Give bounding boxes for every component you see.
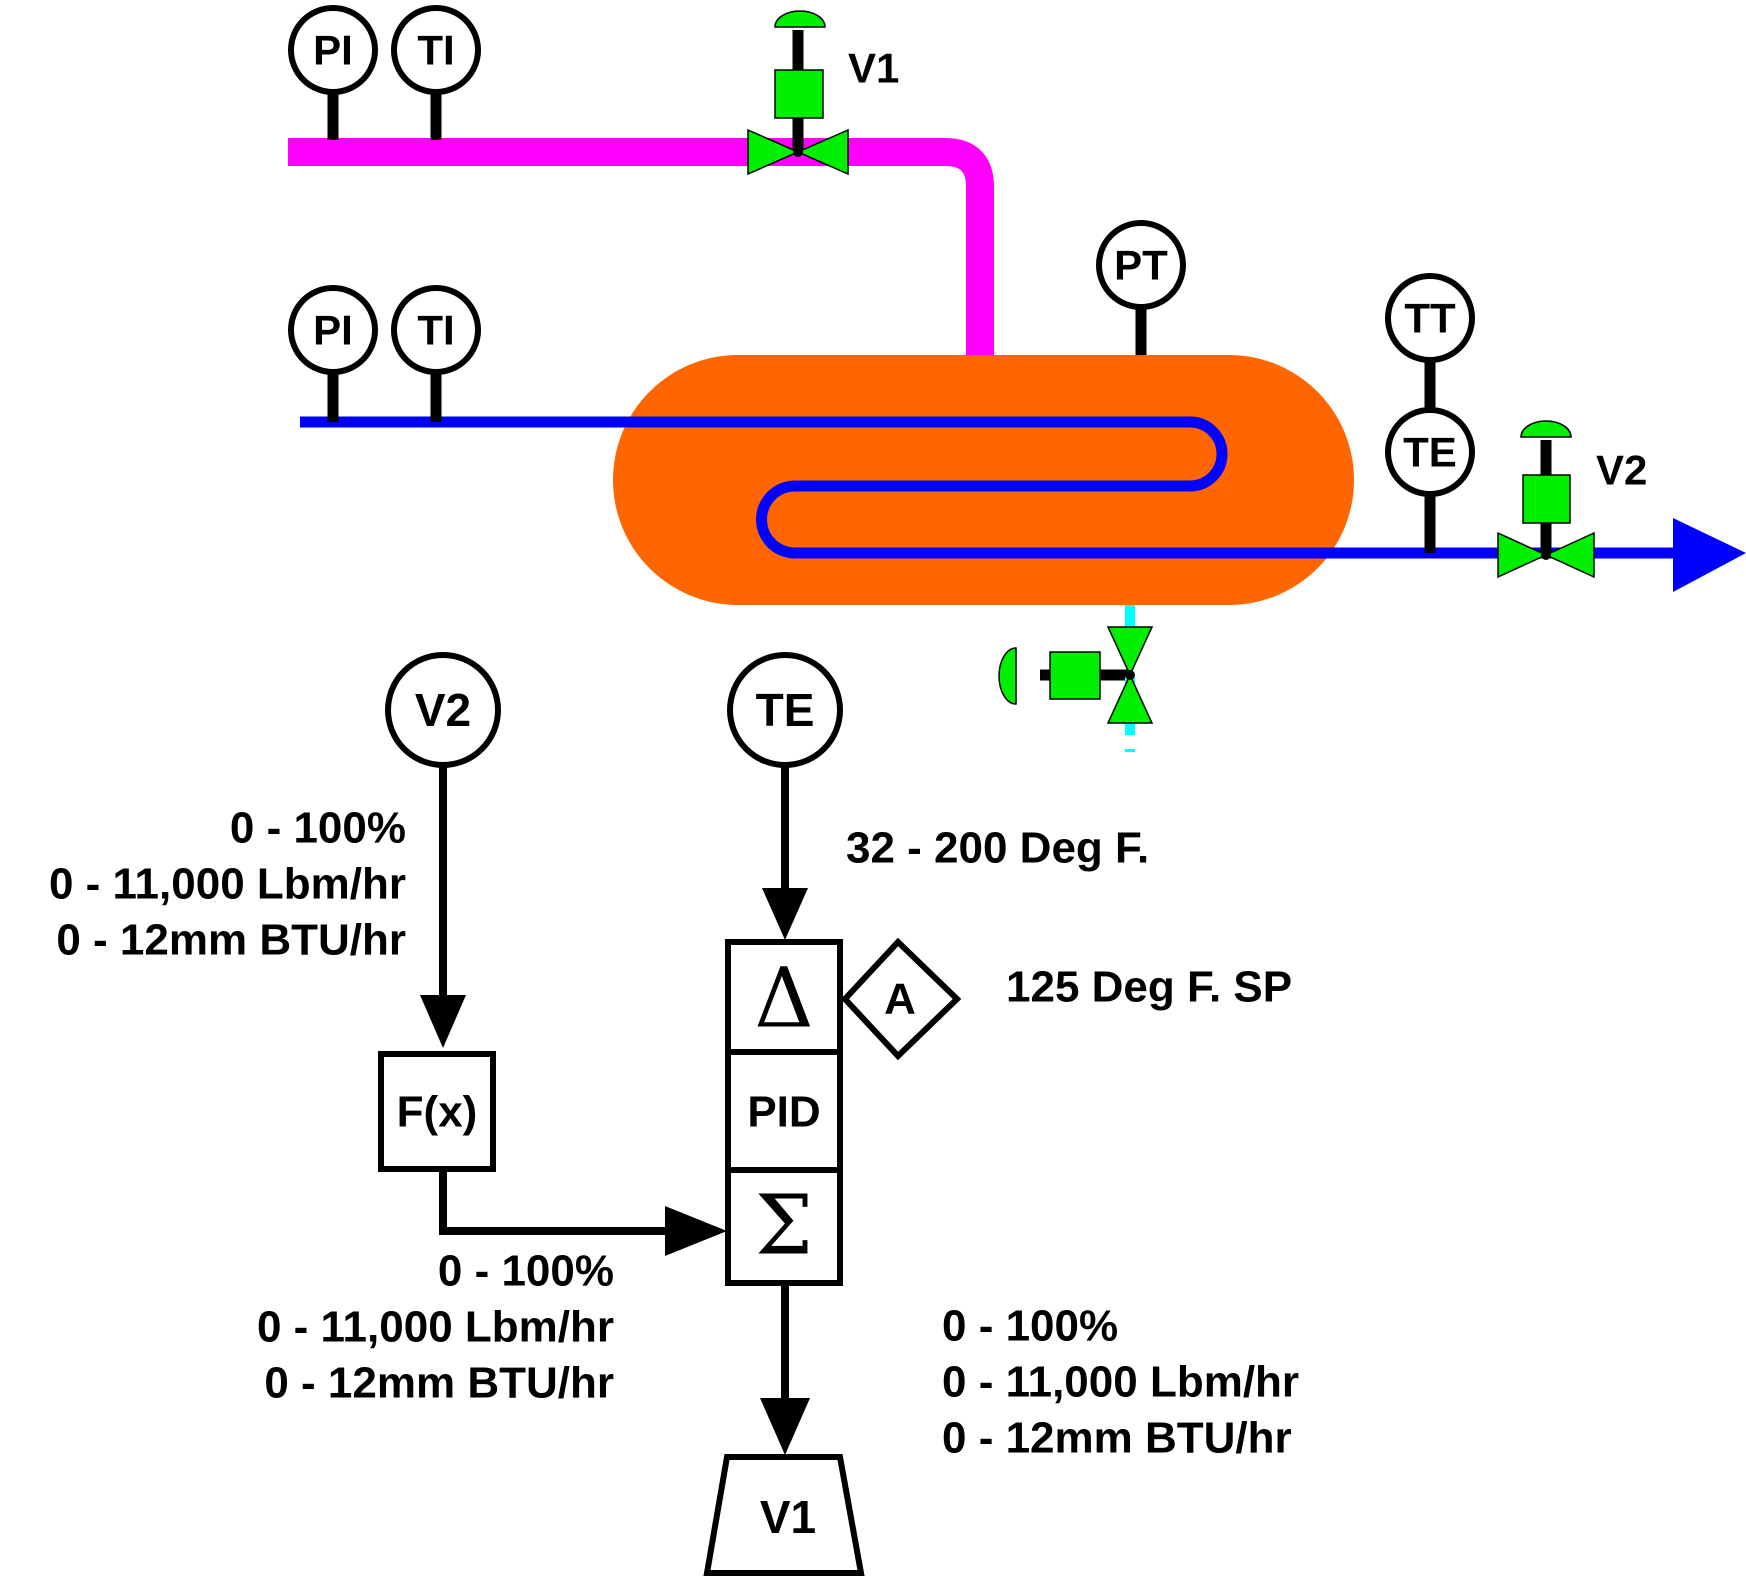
signal-lines	[439, 763, 789, 1410]
pt-label: PT	[1114, 242, 1168, 289]
pressure-transmitter: PT	[1096, 220, 1186, 310]
pi-steam-indicator: PI	[288, 5, 378, 95]
heat-exchanger-vessel	[613, 355, 1354, 605]
delta-block: Δ	[725, 939, 843, 1055]
tt-label: TT	[1404, 295, 1456, 342]
output-range-percent: 0 - 100%	[942, 1302, 1118, 1351]
v2-input-bubble: V2	[385, 652, 501, 768]
ti-water-label: TI	[417, 307, 454, 354]
auto-setpoint-diamond: A	[840, 937, 962, 1061]
output-v1-label: V1	[760, 1491, 816, 1543]
ti-steam-label: TI	[417, 27, 454, 74]
temperature-transmitter: TT	[1385, 273, 1475, 363]
output-range-flow: 0 - 11,000 Lbm/hr	[942, 1358, 1299, 1407]
output-range-labels: 0 - 100% 0 - 11,000 Lbm/hr 0 - 12mm BTU/…	[942, 1302, 1299, 1463]
v2-range-heat: 0 - 12mm BTU/hr	[56, 916, 406, 965]
pid-label: PID	[747, 1088, 820, 1137]
delta-symbol: Δ	[754, 952, 813, 1047]
te-input-bubble: TE	[727, 652, 843, 768]
pid-block: PID	[725, 1049, 843, 1173]
temperature-element: TE	[1385, 407, 1475, 497]
v1-valve-label: V1	[848, 45, 899, 92]
v2-range-percent: 0 - 100%	[230, 804, 406, 853]
drain-actuator-icon	[998, 647, 1017, 705]
output-v1-block: V1	[703, 1454, 865, 1576]
control-valve-v2[interactable]	[1497, 420, 1595, 579]
v2-valve-label: V2	[1596, 447, 1647, 494]
pi-steam-label: PI	[313, 27, 353, 74]
function-block: F(x)	[378, 1051, 496, 1172]
ti-water-indicator: TI	[391, 285, 481, 375]
pi-water-label: PI	[313, 307, 353, 354]
output-range-heat: 0 - 12mm BTU/hr	[942, 1414, 1292, 1463]
ti-steam-indicator: TI	[391, 5, 481, 95]
drain-valve[interactable]	[998, 626, 1154, 724]
fx-label: F(x)	[397, 1088, 478, 1137]
v2-range-labels: 0 - 100% 0 - 11,000 Lbm/hr 0 - 12mm BTU/…	[49, 804, 406, 965]
v1-actuator-icon	[774, 10, 826, 28]
fx-range-flow: 0 - 11,000 Lbm/hr	[257, 1303, 614, 1352]
te-label: TE	[1403, 429, 1457, 476]
setpoint-label: 125 Deg F. SP	[1006, 963, 1292, 1012]
v2-range-flow: 0 - 11,000 Lbm/hr	[49, 860, 406, 909]
v2-actuator-icon	[1520, 420, 1572, 438]
te-range-label: 32 - 200 Deg F.	[846, 824, 1149, 873]
water-tube	[300, 416, 1680, 559]
v2-input-label: V2	[415, 684, 471, 736]
control-valve-v1[interactable]	[747, 10, 849, 176]
sigma-symbol: Σ	[755, 1179, 813, 1274]
te-input-label: TE	[756, 684, 815, 736]
auto-label: A	[884, 975, 916, 1024]
fx-range-heat: 0 - 12mm BTU/hr	[264, 1359, 614, 1408]
steam-line	[288, 138, 994, 360]
summer-block: Σ	[725, 1167, 843, 1286]
signal-arrowheads	[420, 888, 810, 1455]
pi-water-indicator: PI	[288, 285, 378, 375]
fx-range-labels: 0 - 100% 0 - 11,000 Lbm/hr 0 - 12mm BTU/…	[257, 1247, 614, 1408]
fx-range-percent: 0 - 100%	[438, 1247, 614, 1296]
outlet-arrowhead	[1673, 518, 1746, 592]
